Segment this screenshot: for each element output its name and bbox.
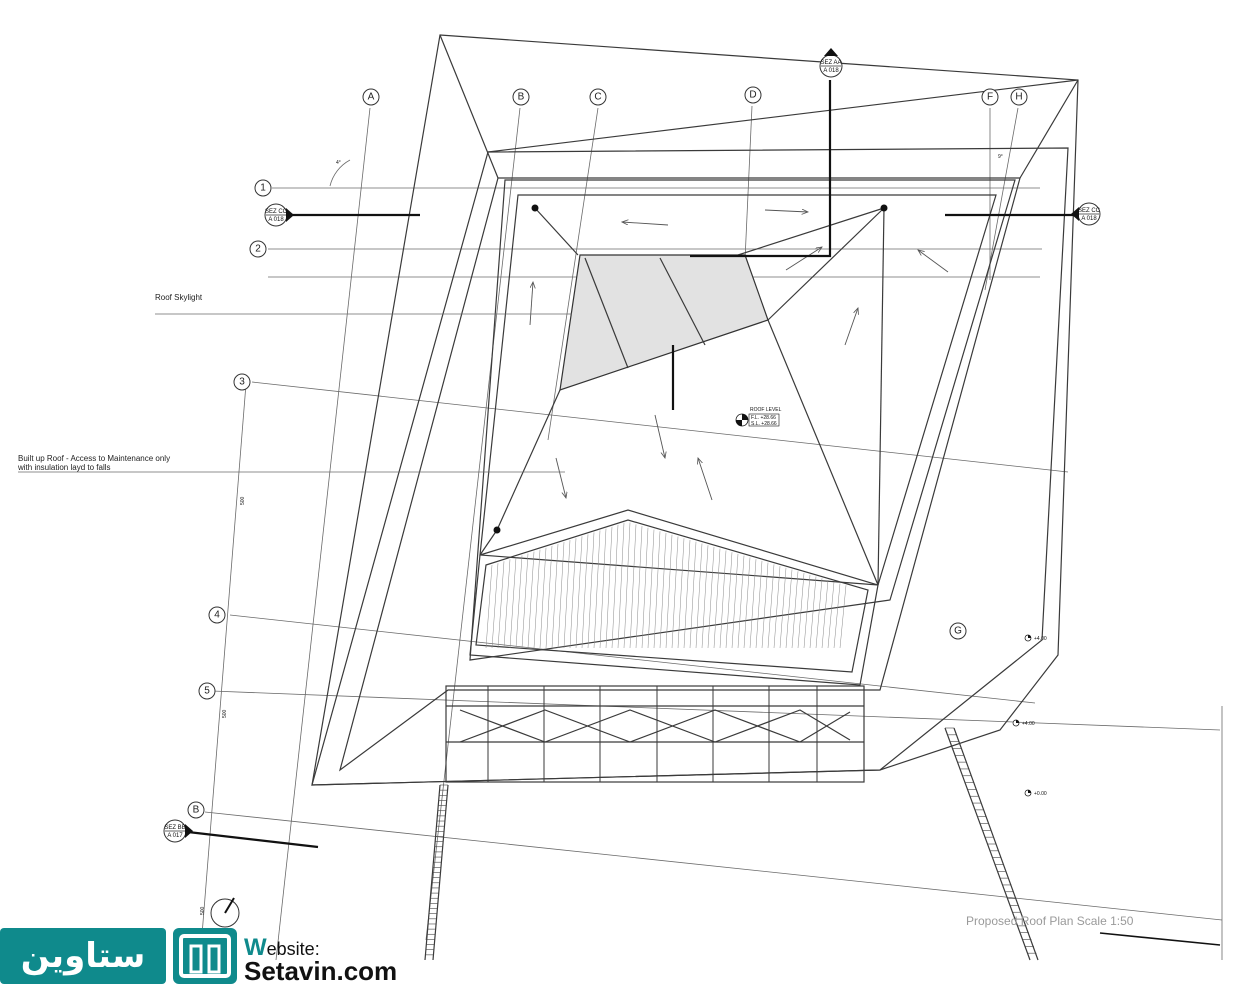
north-arrow: [210, 897, 240, 928]
built-up-roof-sublabel: with insulation layd to falls: [17, 463, 111, 472]
roof-fall-lines: [479, 207, 885, 586]
setavin-logo-icon: [173, 928, 237, 984]
svg-text:C: C: [594, 92, 601, 103]
annotation-leaders: [18, 313, 572, 473]
dim-label-2: 500: [222, 709, 228, 718]
svg-text:F.L. +28.66: F.L. +28.66: [751, 415, 776, 421]
svg-text:B: B: [518, 92, 525, 103]
svg-text:A: A: [368, 92, 375, 103]
svg-text:A 018: A 018: [823, 68, 839, 74]
svg-text:B: B: [193, 805, 200, 816]
svg-text:G: G: [954, 626, 962, 637]
grid-row-3: 3: [233, 373, 251, 391]
roof-level-tag: ROOF LEVEL F.L. +28.66 S.L. +28.66: [735, 407, 782, 427]
section-mark-aa: SEZ AA A 018: [819, 48, 843, 78]
dim-label-3: 500: [200, 906, 206, 915]
svg-text:1: 1: [260, 183, 266, 194]
level-marker-3: +0.00: [1024, 789, 1047, 797]
angle-label-left: 4°: [336, 160, 341, 166]
svg-text:+0.00: +0.00: [1034, 791, 1047, 797]
roof-drains: [493, 204, 888, 534]
built-up-roof-label: Built up Roof - Access to Maintenance on…: [18, 454, 170, 463]
svg-text:H: H: [1015, 92, 1022, 103]
section-cut-lines: [187, 80, 1075, 849]
svg-text:5: 5: [204, 686, 210, 697]
grid-col-g: G: [949, 622, 967, 640]
svg-text:SEZ BB: SEZ BB: [164, 825, 185, 831]
section-mark-cc-left: SEZ CC A 018: [264, 203, 294, 227]
svg-text:D: D: [749, 90, 756, 101]
building-outline: [311, 34, 1079, 786]
svg-text:2: 2: [255, 244, 261, 255]
roof-skylight: [559, 254, 769, 391]
svg-text:SEZ CC: SEZ CC: [1078, 208, 1101, 214]
svg-text:ROOF LEVEL: ROOF LEVEL: [750, 407, 782, 413]
grid-col-f: F: [981, 88, 999, 106]
drawing-title: Proposed Roof Plan Scale 1:50: [966, 914, 1134, 928]
truss-band: [445, 685, 865, 783]
grid-col-a: A: [362, 88, 380, 106]
grid-row-5: 5: [198, 682, 216, 700]
svg-text:3: 3: [239, 377, 245, 388]
angle-label-top: 9°: [998, 154, 1003, 160]
svg-text:SEZ AA: SEZ AA: [820, 60, 841, 66]
grid-row-1: 1: [254, 179, 272, 197]
svg-text:SEZ CC: SEZ CC: [265, 209, 288, 215]
grid-col-c: C: [589, 88, 607, 106]
svg-text:F: F: [987, 92, 993, 103]
dim-label-1: 500: [240, 496, 246, 505]
section-mark-bb: SEZ BB A 017: [163, 819, 193, 843]
website-url[interactable]: Setavin.com: [244, 956, 398, 986]
level-marker-1: +4.00: [1024, 634, 1047, 642]
roof-skylight-label: Roof Skylight: [155, 293, 203, 302]
grid-col-b: B: [512, 88, 530, 106]
svg-text:A 018: A 018: [1081, 216, 1097, 222]
stair-railings: [424, 727, 1039, 961]
grid-lines: [199, 105, 1223, 961]
grid-col-h: H: [1010, 88, 1028, 106]
fall-arrows: [529, 210, 949, 501]
corrugated-roof: [469, 509, 879, 686]
grid-row-2: 2: [249, 240, 267, 258]
grid-row-4: 4: [208, 606, 226, 624]
svg-text:A 018: A 018: [268, 217, 284, 223]
website-label: Website:: [244, 934, 320, 961]
logo-arabic-text: ستاوین: [20, 936, 146, 976]
svg-text:4: 4: [214, 610, 220, 621]
section-mark-cc-right: SEZ CC A 018: [1071, 202, 1101, 226]
svg-text:+4.00: +4.00: [1034, 636, 1047, 642]
svg-text:+4.00: +4.00: [1022, 721, 1035, 727]
svg-text:A 017: A 017: [167, 833, 183, 839]
svg-text:S.L. +28.66: S.L. +28.66: [751, 421, 777, 427]
grid-col-d: D: [744, 86, 762, 104]
level-marker-2: +4.00: [1012, 719, 1035, 727]
setavin-arabic-logo: ستاوین: [0, 928, 166, 984]
grid-row-b: B: [187, 801, 205, 819]
